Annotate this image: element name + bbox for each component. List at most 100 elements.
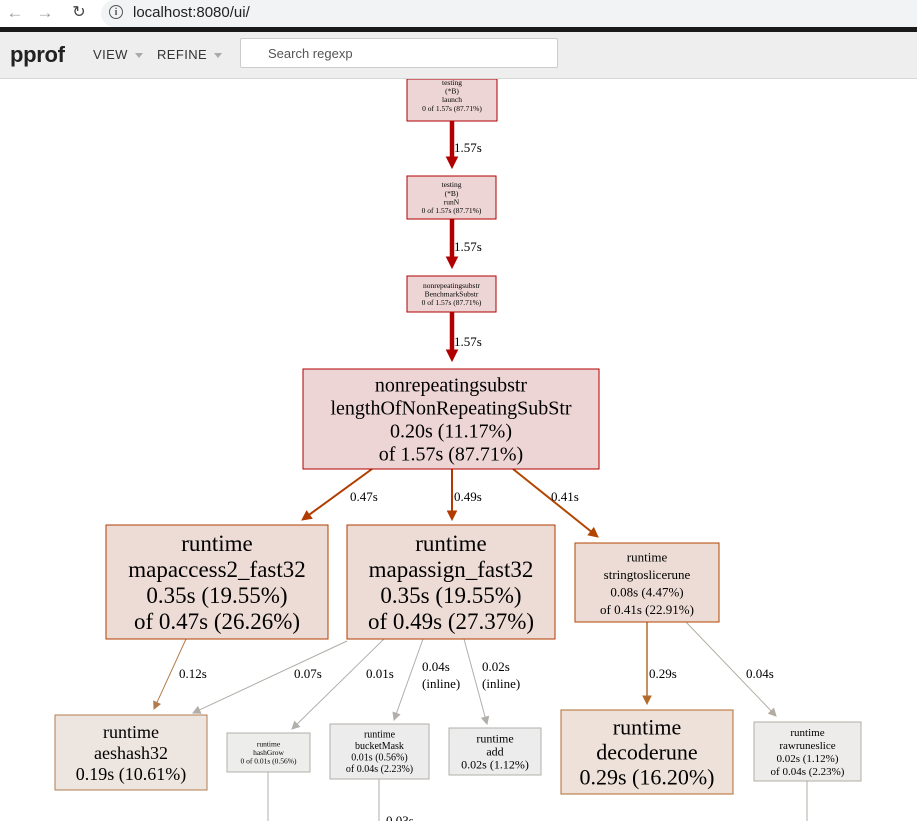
node-label: 0.19s (10.61%) bbox=[76, 764, 187, 785]
node-label: testing bbox=[442, 180, 462, 189]
chevron-down-icon bbox=[134, 53, 143, 59]
forward-arrow-icon[interactable]: → bbox=[36, 3, 54, 22]
edge-label: 0.02s bbox=[482, 659, 510, 674]
refine-menu[interactable]: REFINE bbox=[157, 47, 223, 62]
edge-lengthOf-stringtoslicerune[interactable]: 0.41s bbox=[512, 468, 599, 538]
edge-stringtoslicerune-rawruneslice[interactable]: 0.04s bbox=[685, 621, 777, 717]
node-label: BenchmarkSubstr bbox=[425, 290, 479, 299]
node-box bbox=[54, 714, 208, 791]
back-arrow-icon[interactable]: ← bbox=[6, 3, 24, 22]
edge-label: 0.49s bbox=[454, 489, 482, 504]
edge-label: 0.41s bbox=[551, 489, 579, 504]
edge-line bbox=[395, 638, 424, 715]
edge-runN-bench[interactable]: 1.57s bbox=[445, 219, 482, 270]
node-label: 0.35s (19.55%) bbox=[380, 583, 521, 608]
node-label: 0 of 1.57s (87.71%) bbox=[422, 206, 482, 215]
edge-lengthOf-mapassign[interactable]: 0.49s bbox=[446, 469, 482, 522]
edge-mapassign-add[interactable]: 0.02s (inline) bbox=[463, 638, 520, 726]
node-label: aeshash32 bbox=[94, 743, 168, 763]
edge-label: 0.07s bbox=[294, 666, 322, 681]
address-bar[interactable]: i localhost:8080/ui/ bbox=[101, 0, 917, 27]
node-box bbox=[406, 175, 497, 220]
node-label: nonrepeatingsubstr bbox=[423, 281, 481, 290]
edge-bench-lengthOf[interactable]: 1.57s bbox=[445, 312, 482, 363]
node-label: rawruneslice bbox=[779, 740, 835, 752]
node-label: 0.20s (11.17%) bbox=[390, 420, 512, 442]
edge-lengthOf-mapaccess[interactable]: 0.47s bbox=[301, 468, 378, 521]
node-label: mapaccess2_fast32 bbox=[128, 557, 306, 582]
edge-mapassign-hashGrow[interactable]: 0.01s bbox=[291, 638, 394, 730]
view-menu[interactable]: VIEW bbox=[93, 47, 143, 62]
edge-line bbox=[512, 468, 593, 534]
edge-mapassign-aeshash32[interactable]: 0.07s bbox=[191, 640, 348, 714]
node-label: runtime bbox=[476, 731, 513, 745]
node-label: 0.02s (1.12%) bbox=[776, 753, 838, 765]
node-box bbox=[448, 727, 542, 776]
url-text[interactable]: localhost:8080/ui/ bbox=[133, 4, 250, 21]
edge-mapassign-bucketMask[interactable]: 0.04s(inline) bbox=[392, 638, 460, 722]
node-box bbox=[560, 709, 734, 795]
node-label: runtime bbox=[257, 739, 281, 748]
node-label: of 0.41s (22.91%) bbox=[600, 602, 694, 617]
edge-label: (inline) bbox=[482, 676, 520, 691]
edge-arrowhead bbox=[291, 720, 301, 730]
edge-arrowhead bbox=[587, 526, 599, 538]
node-label: runtime bbox=[790, 727, 824, 739]
edge-arrowhead bbox=[642, 695, 652, 706]
node-box bbox=[406, 275, 497, 313]
node-box bbox=[302, 368, 600, 470]
call-graph[interactable]: 1.57s 1.57s 1.57s 0.47s 0.49s 0.41s 0.12s 0.07s… bbox=[0, 79, 917, 821]
edge-line bbox=[463, 638, 486, 719]
node-label: runN bbox=[444, 197, 460, 206]
edge-line bbox=[156, 638, 187, 704]
node-label: runtime bbox=[364, 730, 396, 741]
node-label: of 0.04s (2.23%) bbox=[346, 764, 413, 775]
info-icon[interactable]: i bbox=[109, 5, 123, 19]
pprof-header: pprof VIEW REFINE bbox=[0, 32, 917, 79]
edge-arrowhead bbox=[445, 256, 459, 270]
edge-arrowhead bbox=[446, 510, 458, 522]
edge-arrowhead bbox=[301, 510, 313, 521]
edge-launch-runN[interactable]: 1.57s bbox=[445, 121, 482, 170]
node-label: 0 of 0.01s (0.56%) bbox=[240, 757, 297, 766]
edge-arrowhead bbox=[392, 711, 401, 722]
edge-bucketMask-offscreen[interactable]: 0.03s bbox=[378, 779, 414, 821]
browser-toolbar: ← → ↻ i localhost:8080/ui/ bbox=[0, 0, 917, 27]
node-label: mapassign_fast32 bbox=[369, 557, 534, 582]
node-label: 0.02s (1.12%) bbox=[461, 757, 529, 771]
node-box bbox=[105, 524, 329, 640]
edge-line bbox=[198, 640, 348, 711]
edge-label: 1.57s bbox=[454, 239, 482, 254]
search-input[interactable] bbox=[240, 38, 558, 68]
edge-label: 1.57s bbox=[454, 140, 482, 155]
node-label: of 0.49s (27.37%) bbox=[368, 609, 534, 634]
node-label: (*B) bbox=[445, 189, 459, 198]
node-label: decoderune bbox=[596, 740, 697, 765]
node-lengthOf[interactable]: nonrepeatingsubstrlengthOfNonRepeatingSu… bbox=[302, 368, 600, 470]
edge-label: 0.29s bbox=[649, 666, 677, 681]
edge-label: 0.04s bbox=[746, 666, 774, 681]
refine-menu-label: REFINE bbox=[157, 47, 208, 62]
edge-line bbox=[307, 468, 373, 517]
node-label: testing bbox=[442, 79, 462, 87]
edge-label: (inline) bbox=[422, 676, 460, 691]
node-label: 0 of 1.57s (87.71%) bbox=[422, 298, 482, 307]
edge-mapaccess-aeshash32[interactable]: 0.12s bbox=[153, 638, 207, 711]
node-box bbox=[226, 732, 311, 773]
edge-stringtoslicerune-decoderune[interactable]: 0.29s bbox=[642, 622, 677, 706]
reload-icon[interactable]: ↻ bbox=[72, 4, 86, 21]
chevron-down-icon bbox=[214, 53, 223, 59]
pprof-logo: pprof bbox=[10, 42, 65, 67]
